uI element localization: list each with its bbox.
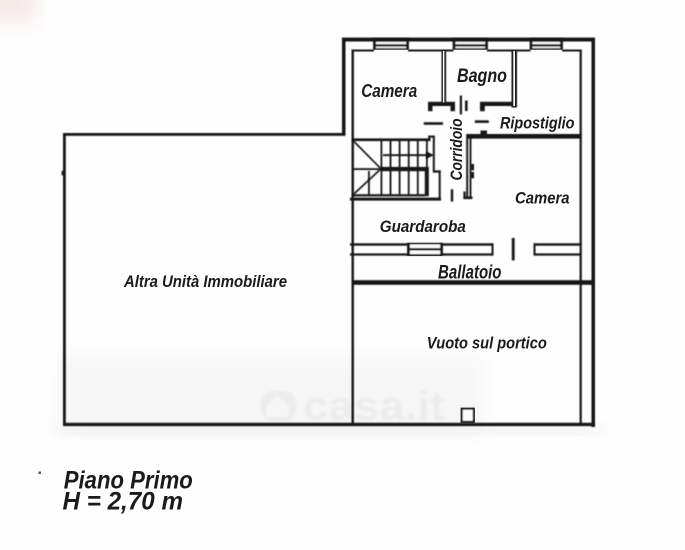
svg-text:Camera: Camera — [361, 81, 417, 101]
svg-text:Corridoio: Corridoio — [447, 119, 466, 181]
svg-text:Ripostiglio: Ripostiglio — [500, 114, 575, 133]
svg-text:Altra Unità Immobiliare: Altra Unità Immobiliare — [123, 272, 287, 291]
svg-text:Bagno: Bagno — [457, 66, 507, 87]
svg-text:Vuoto sul portico: Vuoto sul portico — [427, 333, 547, 352]
svg-text:Camera: Camera — [515, 189, 570, 208]
svg-text:Guardaroba: Guardaroba — [380, 217, 466, 236]
svg-text:H = 2,70 m: H = 2,70 m — [63, 488, 184, 516]
svg-text:casa.it: casa.it — [303, 385, 445, 429]
svg-text:Piano Primo: Piano Primo — [64, 467, 193, 495]
svg-text:Ballatoio: Ballatoio — [438, 263, 502, 284]
